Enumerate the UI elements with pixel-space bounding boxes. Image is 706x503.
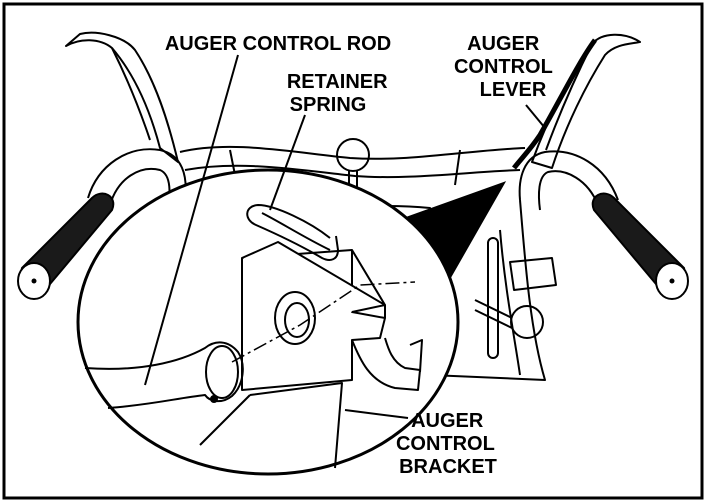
label-control-bracket-line-2: CONTROL xyxy=(396,433,495,455)
label-control-lever-line-1: AUGER xyxy=(467,33,540,55)
label-control-bracket-line-3: BRACKET xyxy=(399,456,497,478)
right-body-panel xyxy=(429,199,546,381)
label-auger-control-rod: AUGER CONTROL ROD xyxy=(165,33,391,55)
center-knob xyxy=(336,138,370,172)
left-handle-loop xyxy=(87,148,187,201)
label-control-lever-line-2: CONTROL xyxy=(454,56,553,78)
detail-view xyxy=(76,168,460,476)
retainer-spring xyxy=(246,204,339,261)
label-retainer-spring-line-1: RETAINER xyxy=(287,71,388,93)
label-retainer-spring-line-2: SPRING xyxy=(290,94,367,116)
bracket-bend xyxy=(351,337,421,391)
control-bracket-leader xyxy=(344,409,409,419)
retainer-spring-leader xyxy=(269,114,306,211)
assembly-centerline xyxy=(231,281,416,363)
control-lever-leader xyxy=(525,104,546,129)
console-outline xyxy=(179,145,526,160)
bracket-plate-top xyxy=(241,241,386,313)
right-knob xyxy=(510,305,544,339)
leader-lines xyxy=(144,54,546,419)
control-rod-leader xyxy=(144,54,239,386)
right-grip xyxy=(591,192,689,300)
label-retainer-spring: RETAINER SPRING xyxy=(287,71,393,116)
label-auger-control-lever: AUGER CONTROL LEVER xyxy=(454,33,558,101)
label-control-rod-line: AUGER CONTROL ROD xyxy=(165,33,391,55)
label-control-bracket-line-1: AUGER xyxy=(411,410,484,432)
auger-control-lever xyxy=(512,38,598,170)
right-handle-loop xyxy=(518,150,619,201)
label-auger-control-bracket: AUGER CONTROL BRACKET xyxy=(396,410,500,478)
left-grip xyxy=(17,192,115,300)
label-control-lever-line-3: LEVER xyxy=(480,79,547,101)
control-rod xyxy=(84,341,244,409)
